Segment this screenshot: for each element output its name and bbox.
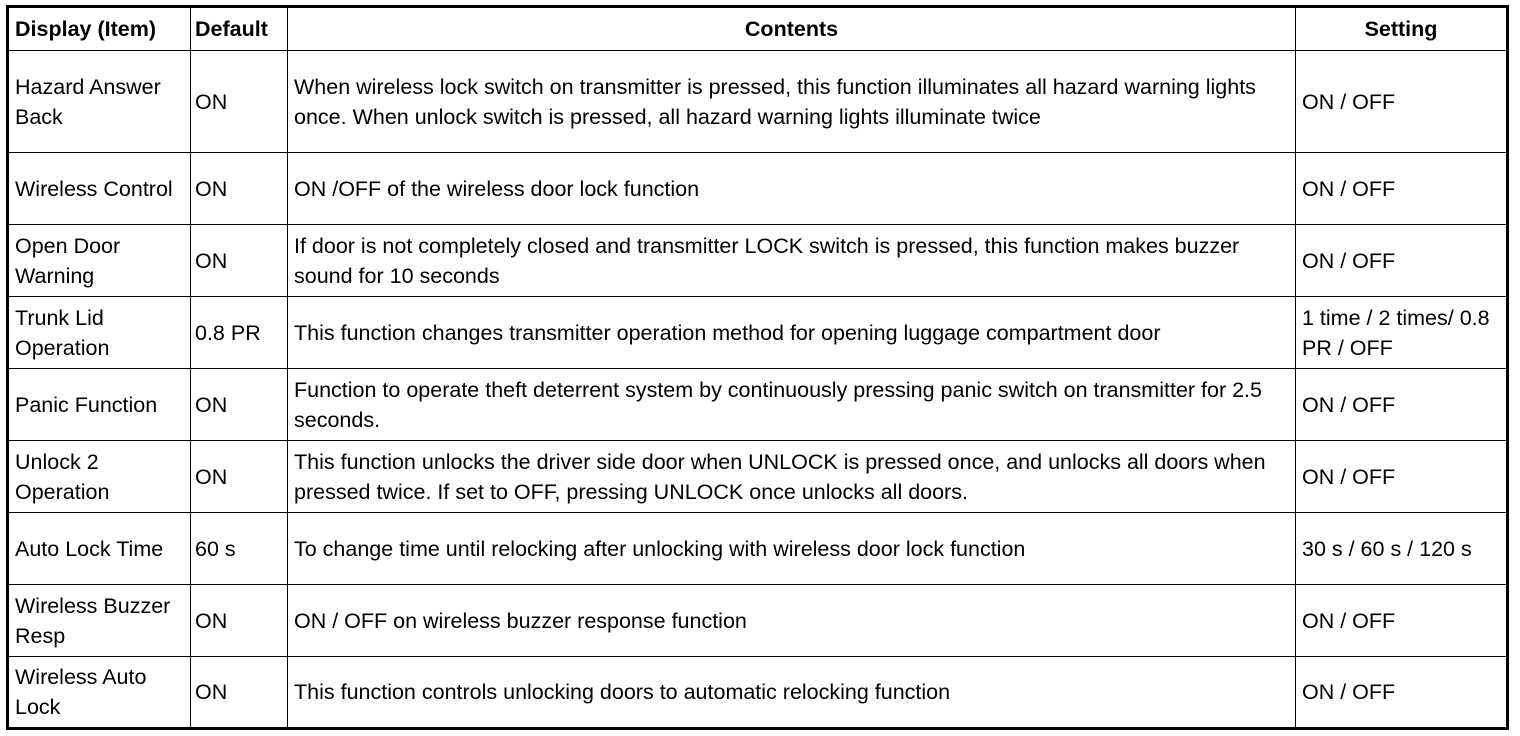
cell-default: ON [190, 368, 288, 441]
settings-table: Display (Item) Default Contents Setting … [6, 5, 1509, 730]
cell-display-item: Wireless Control [7, 152, 191, 225]
cell-contents: ON /OFF of the wireless door lock functi… [287, 152, 1296, 225]
cell-setting: ON / OFF [1295, 440, 1508, 513]
cell-contents: Function to operate theft deterrent syst… [287, 368, 1296, 441]
header-contents: Contents [287, 6, 1296, 51]
table-row: Wireless Control ON ON /OFF of the wirel… [7, 152, 1508, 225]
cell-default: ON [190, 584, 288, 657]
cell-display-item: Wireless Auto Lock [7, 656, 191, 729]
cell-contents: When wireless lock switch on transmitter… [287, 50, 1296, 153]
cell-display-item: Auto Lock Time [7, 512, 191, 585]
cell-default: 0.8 PR [190, 296, 288, 369]
cell-default: ON [190, 656, 288, 729]
cell-default: ON [190, 440, 288, 513]
cell-default: ON [190, 152, 288, 225]
cell-display-item: Panic Function [7, 368, 191, 441]
table-row: Wireless Auto Lock ON This function cont… [7, 656, 1508, 729]
table-row: Auto Lock Time 60 s To change time until… [7, 512, 1508, 585]
cell-contents: ON / OFF on wireless buzzer response fun… [287, 584, 1296, 657]
cell-display-item: Hazard Answer Back [7, 50, 191, 153]
cell-default: ON [190, 224, 288, 297]
cell-setting: ON / OFF [1295, 584, 1508, 657]
cell-setting: ON / OFF [1295, 368, 1508, 441]
cell-display-item: Open Door Warning [7, 224, 191, 297]
cell-contents: If door is not completely closed and tra… [287, 224, 1296, 297]
cell-contents: To change time until relocking after unl… [287, 512, 1296, 585]
cell-setting: ON / OFF [1295, 50, 1508, 153]
table-row: Trunk Lid Operation 0.8 PR This function… [7, 296, 1508, 369]
cell-contents: This function changes transmitter operat… [287, 296, 1296, 369]
table-header-row: Display (Item) Default Contents Setting [7, 6, 1508, 51]
table-row: Wireless Buzzer Resp ON ON / OFF on wire… [7, 584, 1508, 657]
cell-contents: This function controls unlocking doors t… [287, 656, 1296, 729]
table-row: Unlock 2 Operation ON This function unlo… [7, 440, 1508, 513]
cell-setting: ON / OFF [1295, 224, 1508, 297]
cell-setting: ON / OFF [1295, 656, 1508, 729]
header-display-item: Display (Item) [7, 6, 191, 51]
table-row: Panic Function ON Function to operate th… [7, 368, 1508, 441]
cell-display-item: Wireless Buzzer Resp [7, 584, 191, 657]
cell-default: ON [190, 50, 288, 153]
cell-setting: 30 s / 60 s / 120 s [1295, 512, 1508, 585]
cell-display-item: Trunk Lid Operation [7, 296, 191, 369]
cell-display-item: Unlock 2 Operation [7, 440, 191, 513]
cell-default: 60 s [190, 512, 288, 585]
cell-setting: ON / OFF [1295, 152, 1508, 225]
table-row: Hazard Answer Back ON When wireless lock… [7, 50, 1508, 153]
table-row: Open Door Warning ON If door is not comp… [7, 224, 1508, 297]
header-default: Default [190, 6, 288, 51]
cell-setting: 1 time / 2 times/ 0.8 PR / OFF [1295, 296, 1508, 369]
cell-contents: This function unlocks the driver side do… [287, 440, 1296, 513]
header-setting: Setting [1295, 6, 1508, 51]
